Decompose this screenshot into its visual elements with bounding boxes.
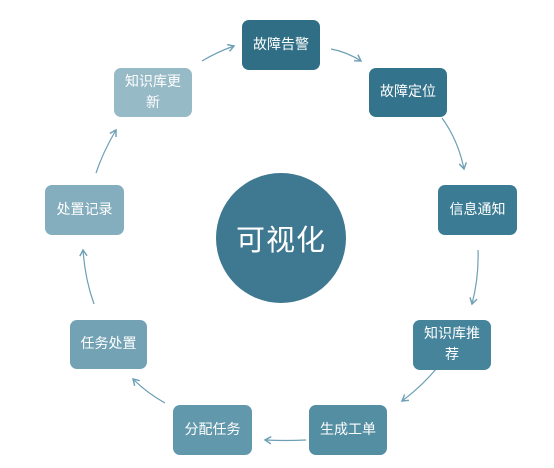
arrow-locate-to-notify — [441, 117, 467, 171]
node-kb-update: 知识库更新 — [114, 68, 192, 117]
arrow-notify-to-recommend — [469, 249, 479, 306]
node-fault-alarm: 故障告警 — [242, 20, 320, 70]
center-label: 可视化 — [235, 223, 326, 257]
node-kb-update-label: 知识库更新 — [125, 73, 181, 111]
node-assign-task: 分配任务 — [173, 405, 252, 455]
node-info-notify: 信息通知 — [438, 185, 517, 235]
node-fault-locate: 故障定位 — [369, 68, 447, 117]
node-handle-record-label: 处置记录 — [56, 201, 113, 218]
arrow-assign-to-handle — [132, 378, 166, 404]
node-fault-alarm-label: 故障告警 — [253, 36, 309, 53]
arrow-handle-to-record — [79, 248, 95, 305]
node-info-notify-label: 信息通知 — [449, 201, 506, 218]
arrow-alarm-to-locate — [330, 48, 363, 62]
node-task-handle: 任务处置 — [70, 320, 147, 369]
node-handle-record: 处置记录 — [45, 185, 124, 235]
node-assign-task-label: 分配任务 — [184, 421, 241, 438]
arrow-record-to-update — [95, 128, 117, 174]
node-task-handle-label: 任务处置 — [80, 336, 137, 352]
arrow-update-to-alarm — [201, 43, 236, 62]
arrow-recommend-to-ticket — [400, 368, 437, 402]
center-visualization-circle: 可视化 — [216, 173, 346, 303]
arrow-ticket-to-assign — [263, 436, 307, 445]
node-generate-ticket-label: 生成工单 — [320, 421, 376, 438]
node-generate-ticket: 生成工单 — [309, 405, 387, 455]
node-kb-recommend-label: 知识库推荐 — [424, 326, 480, 363]
node-fault-locate-label: 故障定位 — [380, 84, 436, 100]
node-kb-recommend: 知识库推荐 — [413, 320, 491, 370]
